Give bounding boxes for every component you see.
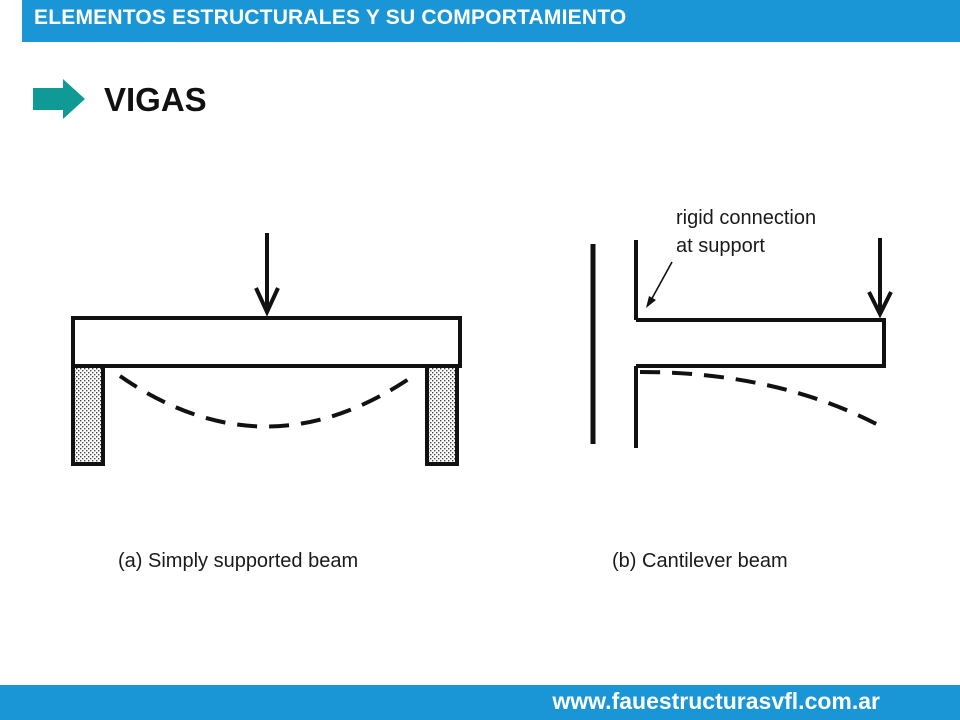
- left-support: [71, 364, 105, 466]
- header-title: ELEMENTOS ESTRUCTURALES Y SU COMPORTAMIE…: [34, 6, 627, 29]
- header-bar: ELEMENTOS ESTRUCTURALES Y SU COMPORTAMIE…: [22, 0, 960, 42]
- load-arrow-head: [254, 287, 280, 317]
- connection-pointer-head: [646, 296, 656, 308]
- right-arrow-icon: [33, 79, 85, 119]
- cantilever-deflected-shape: [639, 370, 885, 430]
- footer-url: www.fauestructurasvfl.com.ar: [552, 688, 880, 714]
- footer-bar: www.fauestructurasvfl.com.ar: [0, 685, 960, 720]
- deflected-shape: [118, 372, 418, 429]
- simply-supported-beam-figure: (a) Simply supported beam: [71, 233, 462, 572]
- cantilever-beam: [636, 318, 886, 368]
- rigid-connection-note-line2: at support: [676, 235, 765, 257]
- beam: [71, 316, 462, 368]
- connection-pointer-line: [649, 261, 673, 303]
- caption-simply-supported: (a) Simply supported beam: [118, 550, 358, 572]
- slide-title: VIGAS: [104, 81, 207, 118]
- cantilever-beam-figure: rigid connection at support (b) Cantilev…: [590, 207, 893, 572]
- tip-load-arrow-head: [867, 291, 893, 319]
- rigid-connection-note-line1: rigid connection: [676, 207, 816, 229]
- caption-cantilever: (b) Cantilever beam: [612, 550, 788, 572]
- right-support: [425, 364, 459, 466]
